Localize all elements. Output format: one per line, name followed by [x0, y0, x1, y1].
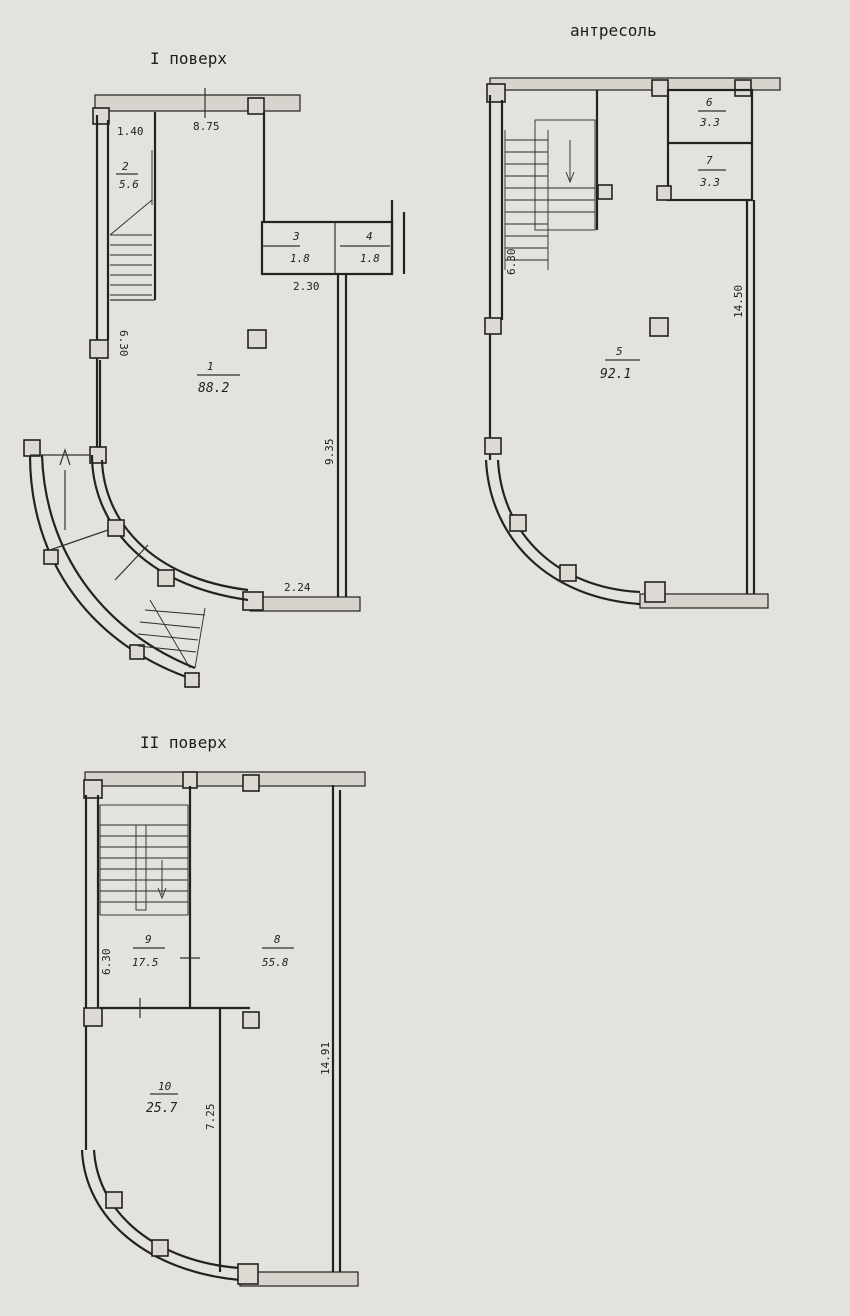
floor-1-dim-3: 2.30 [293, 280, 320, 293]
floor-2-room-8-num: 8 [274, 933, 281, 946]
floor-2-room-9-num: 9 [145, 933, 152, 946]
floor-1-title: I поверх [150, 49, 227, 68]
floor-2-room-8-area: 55.8 [262, 956, 289, 969]
floor-1-room-3-num: 3 [292, 230, 300, 243]
floor-2-dim-1: 6.30 [100, 949, 113, 976]
floor-1-room-1-num: 1 [207, 360, 214, 373]
floor-1-room-1-area: 88.2 [198, 381, 229, 396]
floor-2-room-10-num: 10 [158, 1080, 172, 1093]
mezzanine-title: антресоль [570, 21, 657, 40]
mezzanine-dim-2: 14.50 [732, 285, 745, 318]
floor-1-dim-5: 9.35 [323, 439, 336, 466]
mezzanine-room-7-num: 7 [706, 154, 713, 167]
floor-1-room-3-area: 1.8 [290, 252, 310, 265]
floor-2-dim-2: 7.25 [204, 1104, 217, 1131]
floor-2-room-9-area: 17.5 [132, 956, 159, 969]
mezzanine-room-5-num: 5 [616, 345, 623, 358]
mezzanine-plan: антресоль [484, 21, 781, 609]
floor-1-plan: I поверх [23, 49, 406, 688]
floor-1-dim-4: 6.30 [117, 330, 130, 357]
floor-2-title: II поверх [140, 733, 227, 752]
floor-1-dim-2: 8.75 [193, 120, 220, 133]
mezzanine-room-7-area: 3.3 [699, 176, 720, 189]
floor-2-room-10-area: 25.7 [146, 1101, 177, 1116]
mezzanine-room-6-num: 6 [706, 96, 713, 109]
floor-2-plan: II поверх [80, 733, 366, 1287]
mezzanine-dim-1: 6.30 [505, 249, 518, 276]
floor-1-dim-6: 2.24 [284, 581, 311, 594]
floor-1-dim-1: 1.40 [117, 125, 144, 138]
floor-1-room-4-area: 1.8 [360, 252, 380, 265]
mezzanine-room-5-area: 92.1 [600, 367, 631, 382]
floor-2-dim-3: 14.91 [319, 1042, 332, 1075]
floor-1-room-4-num: 4 [366, 230, 373, 243]
floor-1-room-2-num: 2 [122, 160, 129, 173]
mezzanine-room-6-area: 3.3 [699, 116, 720, 129]
floor-1-room-2-area: 5.6 [119, 178, 139, 191]
